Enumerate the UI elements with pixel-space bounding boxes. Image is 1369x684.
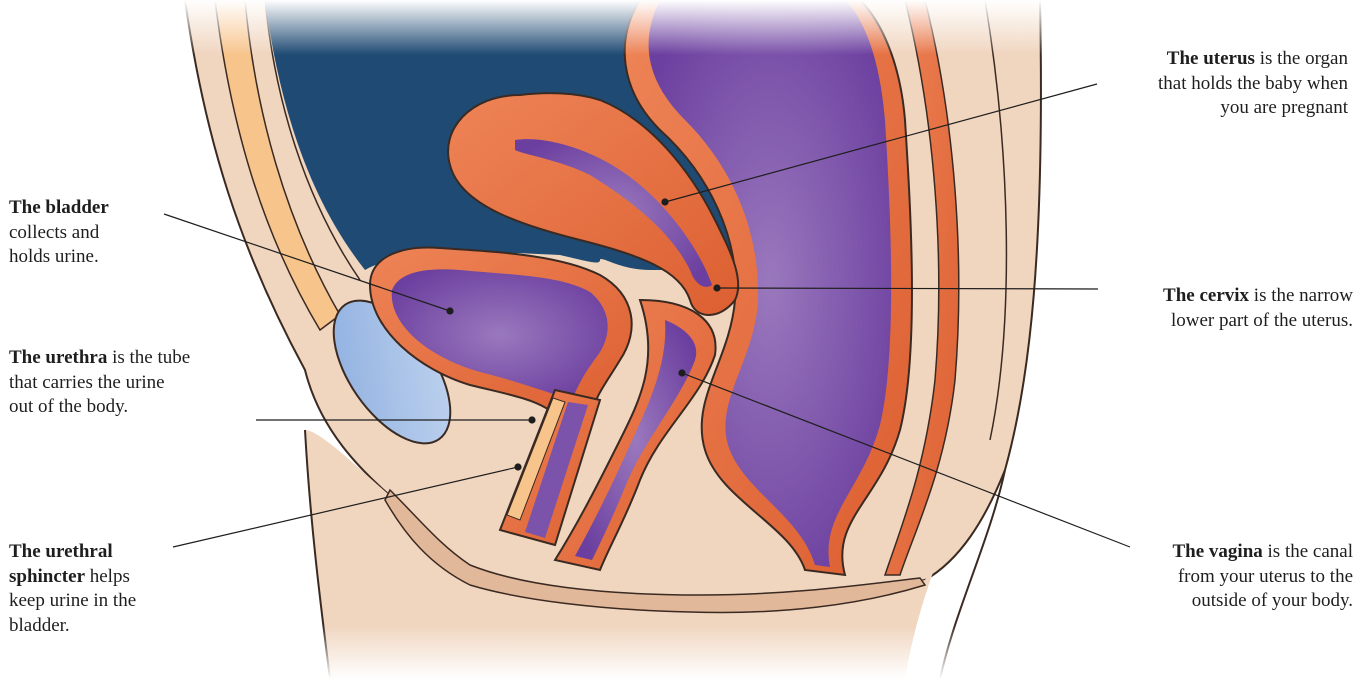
vagina-label-bold: The vagina bbox=[1173, 541, 1263, 562]
bladder-label-line2: collects and bbox=[9, 221, 209, 246]
leader-dot-sphincter bbox=[515, 464, 521, 470]
uterus-label: The uterus is the organ that holds the b… bbox=[1048, 47, 1348, 121]
sphincter-label-line4: bladder. bbox=[9, 614, 209, 639]
urethra-label-rest: is the tube bbox=[107, 347, 190, 368]
sphincter-label: The urethral sphincter helps keep urine … bbox=[9, 540, 209, 638]
sphincter-label-line3: keep urine in the bbox=[9, 589, 209, 614]
uterus-label-line3: you are pregnant bbox=[1048, 96, 1348, 121]
leader-dot-uterus bbox=[662, 199, 668, 205]
vagina-label: The vagina is the canal from your uterus… bbox=[1053, 540, 1353, 614]
sphincter-label-bold2: sphincter bbox=[9, 566, 85, 587]
sphincter-label-rest2: helps bbox=[85, 566, 130, 587]
sphincter-label-bold1: The urethral bbox=[9, 541, 113, 562]
uterus-label-rest: is the organ bbox=[1255, 48, 1348, 69]
bladder-label: The bladder collects and holds urine. bbox=[9, 196, 209, 270]
cervix-label-bold: The cervix bbox=[1163, 285, 1249, 306]
vagina-label-line2: from your uterus to the bbox=[1053, 565, 1353, 590]
leader-dot-vagina bbox=[679, 370, 685, 376]
vagina-label-line3: outside of your body. bbox=[1053, 589, 1353, 614]
bladder-label-bold: The bladder bbox=[9, 197, 109, 218]
cervix-label: The cervix is the narrow lower part of t… bbox=[1053, 284, 1353, 333]
bladder-label-line3: holds urine. bbox=[9, 245, 209, 270]
vagina-label-rest: is the canal bbox=[1263, 541, 1353, 562]
urethra-label-line2: that carries the urine bbox=[9, 371, 269, 396]
bottom-fade bbox=[280, 625, 1000, 679]
cervix-label-line2: lower part of the uterus. bbox=[1053, 309, 1353, 334]
uterus-label-line2: that holds the baby when bbox=[1048, 72, 1348, 97]
uterus-label-bold: The uterus bbox=[1167, 48, 1255, 69]
leader-dot-urethra bbox=[529, 417, 535, 423]
urethra-label-bold: The urethra bbox=[9, 347, 107, 368]
leader-dot-bladder bbox=[447, 308, 453, 314]
urethra-label: The urethra is the tube that carries the… bbox=[9, 346, 269, 420]
top-fade bbox=[150, 0, 1070, 55]
cervix-label-rest: is the narrow bbox=[1249, 285, 1353, 306]
urethra-label-line3: out of the body. bbox=[9, 395, 269, 420]
leader-dot-cervix bbox=[714, 285, 720, 291]
